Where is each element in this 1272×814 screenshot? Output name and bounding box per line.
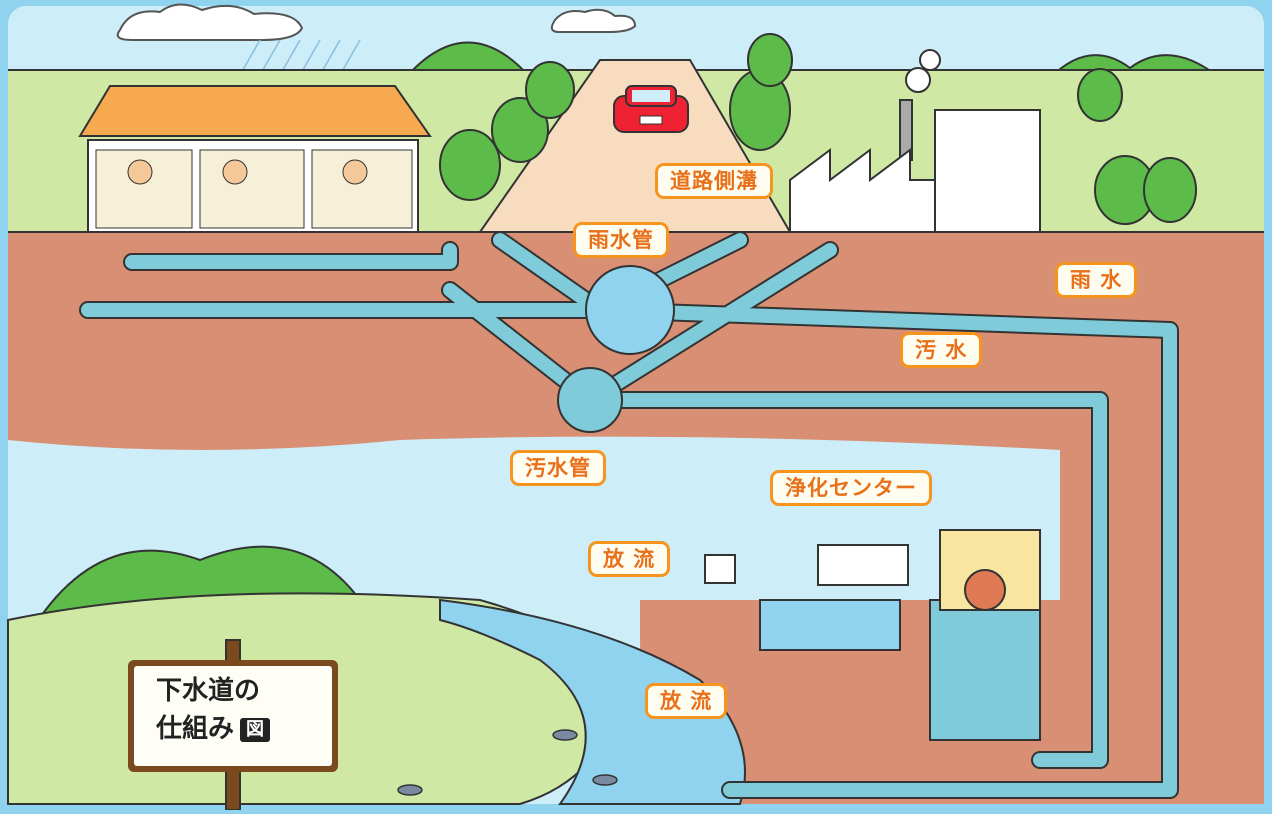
label-sewage-pipe: 汚水管 <box>510 450 606 486</box>
car-icon <box>613 85 689 133</box>
label-discharge-lower: 放 流 <box>645 683 728 719</box>
river <box>439 598 746 805</box>
house-icon <box>78 85 432 233</box>
sign-title-line2: 仕組み図 <box>156 710 332 748</box>
fish-icons <box>397 729 618 796</box>
tree-icons <box>439 33 1197 225</box>
label-sewage: 汚 水 <box>900 332 983 368</box>
label-discharge-upper: 放 流 <box>588 541 671 577</box>
label-rainwater-pipe: 雨水管 <box>573 222 669 258</box>
factory-icon <box>789 49 1041 233</box>
purification-center-building <box>704 544 909 651</box>
sign-title-text: 仕組み <box>156 714 235 744</box>
label-road-ditch: 道路側溝 <box>655 163 773 199</box>
diagram-badge: 図 <box>240 717 271 742</box>
title-signboard: 下水道の 仕組み図 <box>128 660 338 772</box>
label-purification-center: 浄化センター <box>770 470 932 506</box>
label-rainwater: 雨 水 <box>1055 262 1138 298</box>
sign-title-line1: 下水道の <box>156 676 261 706</box>
